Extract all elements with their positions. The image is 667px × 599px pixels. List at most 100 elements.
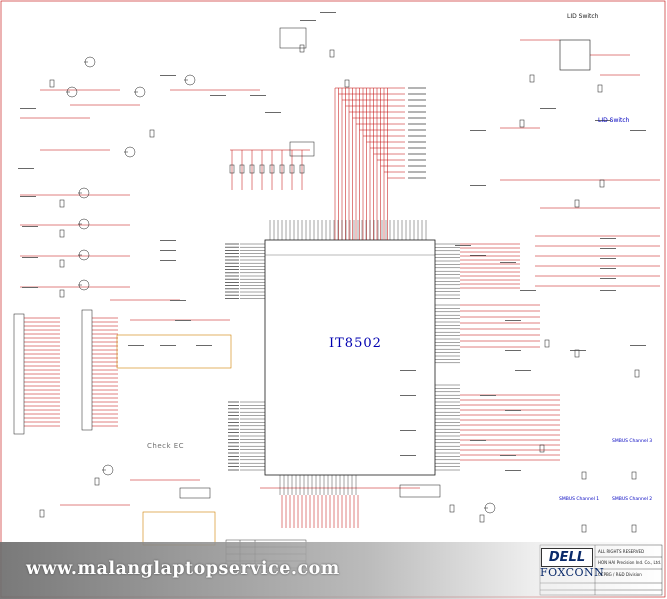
net-label-mark <box>228 425 239 427</box>
net-label-mark <box>515 370 531 371</box>
small-ic <box>289 141 315 157</box>
net-label-mark <box>500 455 516 456</box>
net-label-mark <box>408 171 426 173</box>
net-label-mark <box>22 226 38 227</box>
capacitor <box>259 164 265 174</box>
net-label-mark <box>160 345 176 346</box>
net-label-mark <box>228 449 239 450</box>
net-label-mark <box>160 260 176 261</box>
net-label-mark <box>228 452 239 454</box>
net-label-mark <box>210 95 226 96</box>
net-label-mark <box>225 269 239 270</box>
passive-component <box>529 74 535 83</box>
passive-component <box>574 349 580 358</box>
net-label-mark <box>225 282 239 283</box>
left-connector-b <box>81 309 93 431</box>
passive-component <box>581 471 587 480</box>
passive-component <box>59 199 65 208</box>
net-label-mark <box>470 255 486 256</box>
net-label-mark <box>225 243 239 245</box>
net-label-mark <box>170 300 186 301</box>
passive-component <box>581 524 587 533</box>
watermark-text: www.malanglaptopservice.com <box>26 559 340 579</box>
passive-component <box>329 49 335 58</box>
net-label-mark <box>630 130 646 131</box>
net-label-mark <box>160 240 176 241</box>
net-label-mark <box>225 288 239 290</box>
lid-switch-title: LID Switch <box>567 13 599 20</box>
net-label-mark <box>400 370 416 371</box>
passive-component <box>49 79 55 88</box>
net-label-mark <box>228 445 239 447</box>
capacitor <box>269 164 275 174</box>
net-label-mark <box>265 112 281 113</box>
net-label-mark <box>600 248 616 249</box>
net-label-mark <box>225 246 239 248</box>
net-label-mark <box>408 87 426 89</box>
net-label-mark <box>400 395 416 396</box>
net-label-mark <box>600 278 616 279</box>
net-label-mark <box>225 256 239 258</box>
capacitor <box>239 164 245 174</box>
net-label-mark <box>480 395 496 396</box>
passive-component <box>299 44 305 53</box>
net-label-mark <box>228 428 239 430</box>
net-label-mark <box>400 430 416 431</box>
passive-component <box>574 199 580 208</box>
net-label-mark <box>600 258 616 259</box>
net-label-mark <box>408 177 426 179</box>
smbus-channel-1-label: SMBUS Channel 1 <box>559 497 600 502</box>
passive-component <box>39 509 45 518</box>
passive-component <box>94 477 100 486</box>
net-label-mark <box>600 238 616 239</box>
net-label-mark <box>400 455 416 456</box>
net-label-mark <box>408 123 426 125</box>
net-label-mark <box>228 442 239 444</box>
component-group <box>39 27 640 533</box>
net-label-mark <box>408 117 426 119</box>
lid-switch-net-label: LID Switch <box>598 117 630 124</box>
passive-component <box>634 369 640 378</box>
passive-component <box>449 504 455 513</box>
small-ic <box>279 27 307 49</box>
passive-component <box>59 289 65 298</box>
net-label-mark <box>22 257 38 258</box>
net-label-mark <box>225 262 239 264</box>
net-label-mark <box>250 95 266 96</box>
net-label-mark <box>470 130 486 131</box>
passive-component <box>539 444 545 453</box>
net-label-mark <box>196 345 212 346</box>
net-label-mark <box>540 108 556 109</box>
net-label-mark <box>408 99 426 101</box>
net-label-mark <box>300 20 316 21</box>
net-label-mark <box>225 266 239 267</box>
net-label-mark <box>20 108 36 109</box>
callout-box-bottom <box>142 511 216 546</box>
passive-component <box>599 179 605 188</box>
net-label-mark <box>595 120 611 121</box>
net-label-mark <box>600 290 616 291</box>
net-label-mark <box>455 245 471 246</box>
net-label-mark <box>128 345 144 346</box>
net-label-mark <box>228 408 239 410</box>
net-label-mark <box>228 401 239 403</box>
lid-switch-ic <box>559 39 591 71</box>
net-label-mark <box>228 462 239 464</box>
net-label-mark <box>228 439 239 440</box>
net-label-mark <box>408 105 426 107</box>
capacitor <box>249 164 255 174</box>
wire-group <box>20 39 660 528</box>
tiny-text-group <box>18 12 646 471</box>
passive-component <box>59 229 65 238</box>
net-label-mark <box>505 350 521 351</box>
net-label-mark <box>505 320 521 321</box>
check-ec-label: Check EC <box>147 442 185 450</box>
dell-logo: DELL <box>541 548 593 567</box>
net-label-mark <box>408 159 426 161</box>
net-label-mark <box>225 272 239 274</box>
passive-component <box>59 259 65 268</box>
net-label-mark <box>570 350 586 351</box>
net-label-mark <box>600 268 616 269</box>
net-label-mark <box>408 165 426 167</box>
passive-component <box>344 79 350 88</box>
